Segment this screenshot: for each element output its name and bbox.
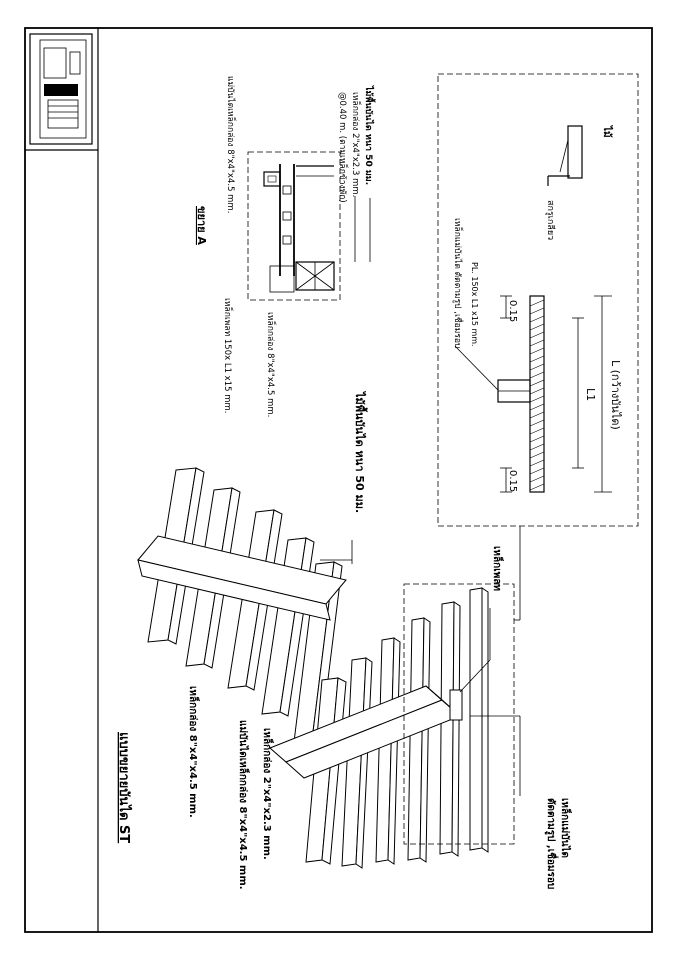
hatch-line — [529, 347, 545, 355]
screw-detail — [547, 125, 583, 186]
detail-a-box-large-2: เหล็กกล่อง 8"x4"x4.5 mm. — [265, 312, 277, 417]
hatch-line — [529, 355, 545, 363]
stair-callout-box — [403, 583, 515, 845]
plan-detail-box — [437, 73, 639, 527]
label-stringer-joint-1: เหล็กแม่บันได — [559, 798, 573, 858]
sheet-border — [24, 27, 653, 933]
hatch-line — [529, 419, 545, 427]
detail-a-box-large: แม่บันไดเหล็กกล่อง 8"x4"x4.5 mm. — [225, 76, 237, 213]
hatch-line — [529, 443, 545, 451]
hatch-line — [529, 379, 545, 387]
plan-dimensions — [500, 295, 612, 493]
hatch-line — [529, 467, 545, 475]
hatch-line — [529, 483, 545, 491]
detail-a-spacing: @0.40 m. (ตามเหล็กข้างพัก) — [337, 92, 349, 203]
plan-stringer — [529, 295, 545, 493]
label-stringer-box-1: เหล็กกล่อง 2"x4"x2.3 mm. — [261, 728, 275, 860]
label-stringer-box-3: เหล็กกล่อง 8"x4"x4.5 mm. — [187, 686, 201, 818]
screw-label: สกรูเกลียว — [545, 200, 556, 240]
hatch-line — [529, 307, 545, 315]
hatch-line — [529, 411, 545, 419]
hatch-line — [529, 339, 545, 347]
wood-label: ไม้ — [601, 125, 614, 138]
plan-edge-right: 0.15 — [507, 470, 518, 492]
detail-a-section — [263, 164, 335, 293]
label-stringer-joint-2: ตัดตามรูป ,เชื่อมรอบ — [544, 798, 559, 889]
hatch-line — [529, 427, 545, 435]
plan-edge-left: 0.15 — [507, 300, 518, 322]
hatch-line — [529, 299, 545, 307]
label-stringer-box-2: แม่บันไดเหล็กกล่อง 8"x4"x4.5 mm. — [237, 720, 251, 890]
plan-overall-dim: L (กว้างบันได) — [609, 360, 622, 430]
hatch-line — [529, 435, 545, 443]
hatch-line — [529, 315, 545, 323]
label-tread-thickness: ไม้พื้นบันได หนา 50 มม. — [353, 390, 368, 513]
plan-weld-label: เหล็กแม่บันได ตัดตามรูป ,เชื่อมรอบ — [452, 218, 464, 348]
main-title: แบบขยายบันได ST — [116, 732, 133, 843]
detail-a-title: ขยาย A — [195, 206, 208, 245]
stair-isometric — [137, 467, 489, 869]
hatch-line — [529, 387, 545, 395]
hatch-line — [529, 331, 545, 339]
thumbnail-logo — [29, 33, 93, 145]
plan-plate-label: PL. 150x L1 x15 mm. — [470, 262, 479, 347]
plan-inner-dim: L1 — [584, 388, 597, 401]
hatch-line — [529, 475, 545, 483]
detail-a-box-small: เหล็กกล่อง 2"x4"x2.3 mm. — [350, 92, 362, 197]
detail-a-plate: เหล็กเพลท 150x L1 x15 mm. — [222, 298, 234, 414]
hatch-line — [529, 363, 545, 371]
hatch-line — [529, 459, 545, 467]
detail-a-tread: ไม้พื้นบันได หนา 50 มม. — [363, 85, 376, 185]
label-steel-plate: เหล็กเพลท — [491, 546, 505, 591]
hatch-line — [529, 395, 545, 403]
hatch-line — [529, 371, 545, 379]
hatch-line — [529, 323, 545, 331]
hatch-line — [529, 451, 545, 459]
hatch-line — [529, 403, 545, 411]
detail-a-box — [247, 151, 341, 301]
